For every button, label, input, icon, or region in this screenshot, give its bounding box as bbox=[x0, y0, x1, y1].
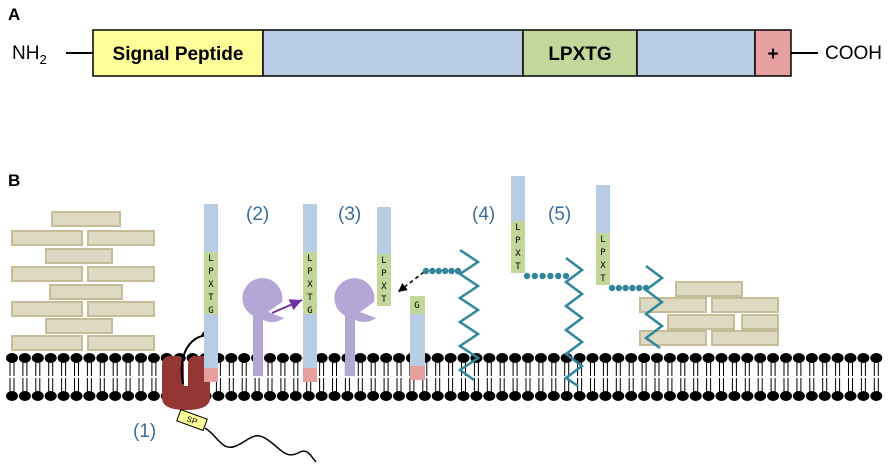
signal-peptide-label: Signal Peptide bbox=[113, 44, 244, 65]
svg-text:L: L bbox=[208, 254, 213, 264]
svg-text:L: L bbox=[515, 223, 520, 233]
svg-text:G: G bbox=[414, 301, 419, 311]
svg-text:P: P bbox=[600, 248, 606, 258]
lipid-ii-zigzag-5a bbox=[563, 257, 585, 388]
transmembrane-domain bbox=[636, 29, 756, 77]
svg-text:L: L bbox=[381, 256, 386, 266]
svg-text:T: T bbox=[381, 295, 387, 305]
step-4-label: (4) bbox=[472, 204, 495, 225]
step-3-label: (3) bbox=[338, 204, 361, 225]
cell-membrane bbox=[6, 353, 883, 401]
signal-peptide-tag: SP bbox=[176, 408, 317, 463]
svg-text:SP: SP bbox=[185, 414, 198, 426]
svg-text:G: G bbox=[307, 306, 312, 316]
svg-text:G: G bbox=[208, 306, 213, 316]
lipid-ii-zigzag-4 bbox=[457, 248, 481, 382]
svg-text:L: L bbox=[307, 254, 312, 264]
precursor-protein-2 bbox=[303, 204, 317, 382]
lipid-ii-zigzag-5b bbox=[643, 265, 665, 350]
membrane-remnant-3: G bbox=[410, 296, 425, 380]
translocon-channel bbox=[162, 356, 210, 410]
sortase-enzyme-3 bbox=[334, 278, 376, 376]
svg-text:P: P bbox=[208, 267, 214, 277]
motif-letters-2: L P X T G bbox=[307, 254, 313, 316]
svg-text:X: X bbox=[515, 249, 521, 259]
sortase-enzyme-2 bbox=[242, 278, 284, 376]
peptidoglycan-right bbox=[639, 281, 779, 346]
svg-text:X: X bbox=[307, 280, 313, 290]
cleaved-protein-3 bbox=[377, 207, 391, 306]
step-5-label: (5) bbox=[548, 204, 571, 225]
lpxtg-motif-label: LPXTG bbox=[548, 44, 611, 65]
peptidoglycan-left bbox=[11, 211, 155, 351]
panel-a: A NH2 Signal Peptide LPXTG + COOH bbox=[8, 5, 882, 77]
c-terminus-label: COOH bbox=[825, 43, 882, 64]
svg-text:P: P bbox=[515, 236, 521, 246]
lipid-ii-pentaglycine-4 bbox=[422, 267, 462, 275]
svg-text:T: T bbox=[307, 293, 313, 303]
lipid-ii-pentaglycine-5b bbox=[608, 284, 650, 292]
charged-tail-domain bbox=[754, 29, 792, 77]
motif-letters-5b: L P X T bbox=[600, 235, 606, 284]
panel-b: B bbox=[6, 171, 883, 463]
svg-text:X: X bbox=[381, 282, 387, 292]
precursor-protein-1 bbox=[204, 204, 218, 382]
motif-letters-1: L P X T G bbox=[208, 254, 214, 316]
n-terminus-label: NH2 bbox=[12, 43, 47, 67]
panel-a-label: A bbox=[8, 5, 20, 24]
svg-text:T: T bbox=[515, 262, 521, 272]
lpxtg-motif-domain bbox=[522, 29, 638, 77]
step-2-label: (2) bbox=[246, 204, 269, 225]
svg-text:P: P bbox=[381, 269, 387, 279]
mature-protein-domain bbox=[262, 29, 524, 77]
motif-letters-5a: L P X T bbox=[515, 223, 521, 272]
svg-text:X: X bbox=[600, 261, 606, 271]
step-1-label: (1) bbox=[133, 421, 156, 442]
svg-text:P: P bbox=[307, 267, 313, 277]
charged-tail-label: + bbox=[767, 44, 778, 65]
lipid-ii-pentaglycine-5a bbox=[523, 272, 570, 280]
motif-letters-3: L P X T bbox=[381, 256, 387, 305]
anchored-protein-5b bbox=[596, 185, 610, 285]
sortase-recognition-arrow bbox=[271, 299, 303, 314]
svg-text:L: L bbox=[600, 235, 605, 245]
svg-text:T: T bbox=[600, 274, 606, 284]
anchored-protein-5a bbox=[511, 176, 525, 273]
panel-b-label: B bbox=[8, 171, 20, 190]
svg-text:X: X bbox=[208, 280, 214, 290]
lipid-ii-transfer-arrow bbox=[397, 271, 425, 293]
svg-text:T: T bbox=[208, 293, 214, 303]
